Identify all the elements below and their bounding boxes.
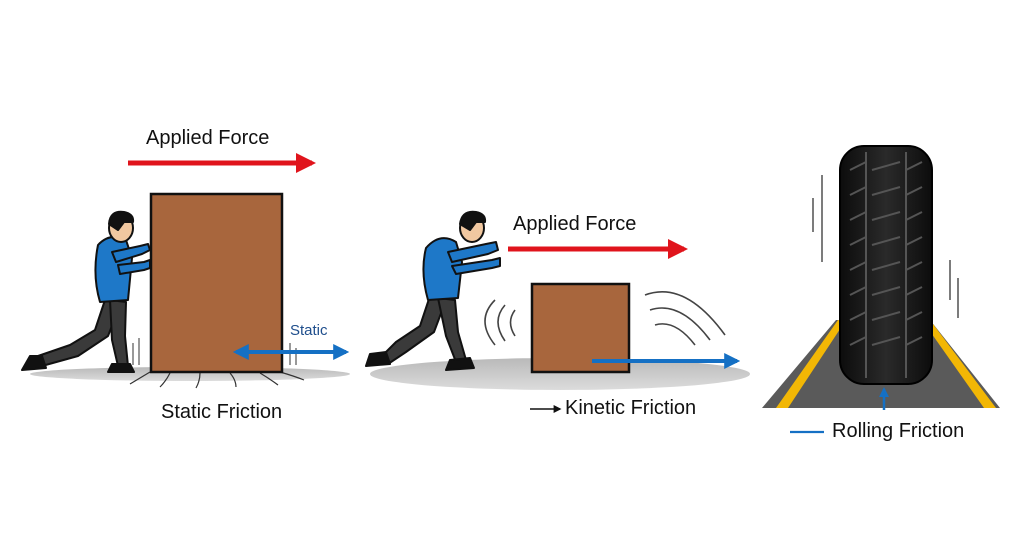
road-edge-line-right bbox=[922, 320, 996, 408]
rolling-friction-caption: Rolling Friction bbox=[832, 420, 965, 442]
road-edge-line-left bbox=[776, 320, 846, 408]
motion-lines bbox=[484, 291, 726, 346]
kinetic-friction-panel bbox=[365, 210, 750, 413]
static-friction-caption: Static Friction bbox=[161, 401, 283, 423]
static-friction-tag: Static bbox=[290, 322, 328, 339]
applied-force-label-kinetic: Applied Force bbox=[513, 213, 637, 235]
heavy-box bbox=[149, 192, 284, 374]
kinetic-friction-caption: Kinetic Friction bbox=[565, 397, 697, 419]
moving-box bbox=[530, 282, 631, 374]
ground-crack-lines bbox=[129, 371, 305, 389]
static-friction-panel bbox=[21, 153, 350, 389]
tire-motion-lines bbox=[812, 175, 959, 318]
rolling-friction-panel bbox=[762, 145, 1000, 434]
applied-force-label-static: Applied Force bbox=[146, 127, 270, 149]
tire-tread bbox=[849, 152, 923, 378]
person-pushing bbox=[21, 210, 151, 373]
person-pushing bbox=[365, 210, 501, 371]
